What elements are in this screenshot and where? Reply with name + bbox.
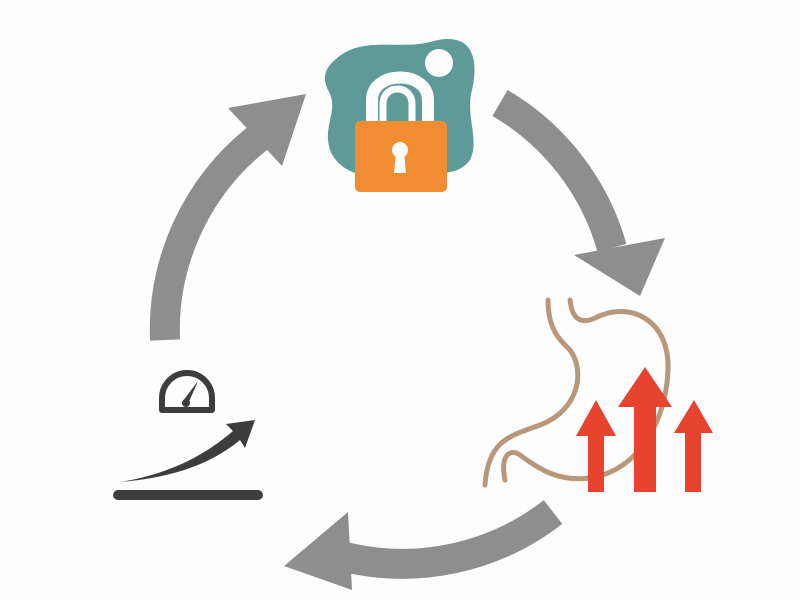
rising-arrow-left (576, 400, 616, 492)
speedometer-rising-arrow-icon (113, 370, 263, 500)
rising-arrow-right (674, 400, 713, 492)
stomach-with-rising-arrows-icon (482, 297, 713, 492)
cycle-arrow-left-to-top (149, 94, 306, 341)
cycle-arrow-right-to-left (284, 500, 563, 590)
padlock-icon (324, 38, 475, 192)
baseline-bar (113, 490, 263, 500)
rising-curve-arrow-icon (120, 420, 255, 482)
cycle-arrow-top-to-right (492, 90, 665, 296)
rising-arrow-center (618, 367, 672, 492)
speedometer-icon (159, 370, 215, 413)
